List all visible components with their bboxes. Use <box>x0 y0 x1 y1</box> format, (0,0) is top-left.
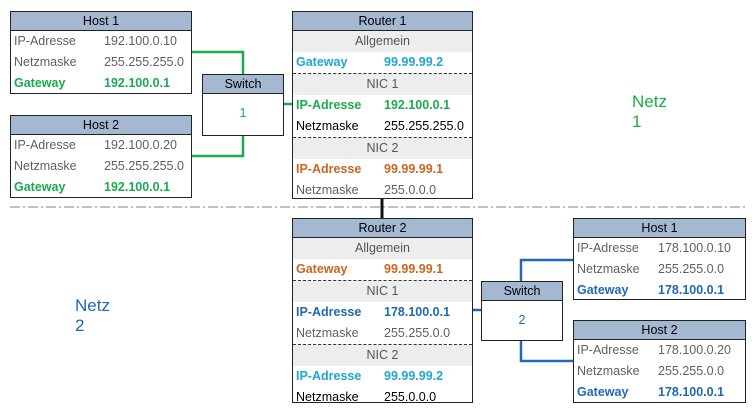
ip-value: 178.100.0.10 <box>658 241 731 255</box>
gateway-label: Gateway <box>296 55 348 69</box>
gateway-label: Gateway <box>577 283 629 297</box>
router2-nic2-mask-row: Netzmaske 255.0.0.0 <box>293 387 472 408</box>
switch2-box: Switch 2 <box>481 281 563 341</box>
netmask-value: 255.0.0.0 <box>384 390 437 404</box>
router2-nic1-section: NIC 1 <box>293 280 472 302</box>
link-switch2-host2b <box>519 340 573 363</box>
ip-value: 192.100.0.1 <box>384 98 451 112</box>
router1-nic2-mask-row: Netzmaske 255.0.0.0 <box>293 180 472 201</box>
netmask-label: Netzmaske <box>296 326 359 340</box>
gateway-label: Gateway <box>296 262 348 276</box>
router2-box: Router 2 Allgemein Gateway 99.99.99.1 NI… <box>292 218 473 404</box>
ip-value: 178.100.0.20 <box>658 343 731 357</box>
host2-net2-title: Host 2 <box>574 321 745 340</box>
host2-net1-box: Host 2 IP-Adresse 192.100.0.20 Netzmaske… <box>10 115 192 198</box>
router1-gateway-row: Gateway 99.99.99.2 <box>293 52 472 73</box>
ip-value: 99.99.99.1 <box>384 162 444 176</box>
router2-nic2-section: NIC 2 <box>293 344 472 366</box>
host1-net2-box: Host 1 IP-Adresse 178.100.0.10 Netzmaske… <box>573 218 746 300</box>
router2-general-section: Allgemein <box>293 238 472 259</box>
gateway-value: 99.99.99.2 <box>384 55 444 69</box>
network1-label: Netz 1 <box>632 92 667 131</box>
host1-net1-box: Host 1 IP-Adresse 192.100.0.10 Netzmaske… <box>10 11 192 94</box>
netmask-value: 255.255.0.0 <box>384 326 451 340</box>
gateway-value: 99.99.99.1 <box>384 262 444 276</box>
ip-label: IP-Adresse <box>14 138 76 152</box>
netmask-label: Netzmaske <box>577 364 640 378</box>
host1-net2-ip-row: IP-Adresse 178.100.0.10 <box>574 238 745 259</box>
netmask-label: Netzmaske <box>296 390 359 404</box>
gateway-label: Gateway <box>14 180 66 194</box>
router2-title: Router 2 <box>293 219 472 238</box>
router2-nic2-ip-row: IP-Adresse 99.99.99.2 <box>293 366 472 387</box>
host2-net1-mask-row: Netzmaske 255.255.255.0 <box>11 156 191 177</box>
gateway-value: 178.100.0.1 <box>658 283 725 297</box>
router1-box: Router 1 Allgemein Gateway 99.99.99.2 NI… <box>292 11 473 199</box>
ip-value: 178.100.0.1 <box>384 305 451 319</box>
host1-net2-gateway-row: Gateway 178.100.0.1 <box>574 280 745 301</box>
ip-label: IP-Adresse <box>296 305 362 319</box>
host2-net1-title: Host 2 <box>11 116 191 135</box>
netmask-label: Netzmaske <box>577 262 640 276</box>
ip-value: 99.99.99.2 <box>384 369 444 383</box>
router1-general-section: Allgemein <box>293 31 472 52</box>
switch2-title: Switch <box>482 282 562 301</box>
ip-label: IP-Adresse <box>577 343 639 357</box>
host1-net1-ip-row: IP-Adresse 192.100.0.10 <box>11 31 191 52</box>
router1-nic1-mask-row: Netzmaske 255.255.255.0 <box>293 116 472 137</box>
switch2-number: 2 <box>518 313 526 327</box>
router1-nic1-ip-row: IP-Adresse 192.100.0.1 <box>293 95 472 116</box>
host2-net2-ip-row: IP-Adresse 178.100.0.20 <box>574 340 745 361</box>
router2-nic1-mask-row: Netzmaske 255.255.0.0 <box>293 323 472 344</box>
host1-net1-title: Host 1 <box>11 12 191 31</box>
ip-label: IP-Adresse <box>14 34 76 48</box>
network2-label: Netz 2 <box>75 296 110 335</box>
netmask-value: 255.0.0.0 <box>384 183 437 197</box>
netmask-label: Netzmaske <box>14 159 77 173</box>
switch1-number: 1 <box>239 106 247 120</box>
netmask-value: 255.255.0.0 <box>658 262 725 276</box>
netmask-value: 255.255.255.0 <box>104 159 184 173</box>
netmask-value: 255.255.0.0 <box>658 364 725 378</box>
switch1-box: Switch 1 <box>202 74 284 136</box>
host2-net1-ip-row: IP-Adresse 192.100.0.20 <box>11 135 191 156</box>
host1-net1-gateway-row: Gateway 192.100.0.1 <box>11 73 191 94</box>
router1-nic1-section: NIC 1 <box>293 73 472 95</box>
gateway-label: Gateway <box>14 76 66 90</box>
host2-net2-gateway-row: Gateway 178.100.0.1 <box>574 382 745 403</box>
gateway-value: 192.100.0.1 <box>104 180 171 194</box>
host2-net2-mask-row: Netzmaske 255.255.0.0 <box>574 361 745 382</box>
host1-net2-mask-row: Netzmaske 255.255.0.0 <box>574 259 745 280</box>
host1-net1-mask-row: Netzmaske 255.255.255.0 <box>11 52 191 73</box>
netmask-label: Netzmaske <box>296 119 359 133</box>
gateway-label: Gateway <box>577 385 629 399</box>
netmask-label: Netzmaske <box>296 183 359 197</box>
gateway-value: 178.100.0.1 <box>658 385 725 399</box>
router1-nic2-ip-row: IP-Adresse 99.99.99.1 <box>293 159 472 180</box>
link-switch2-host1b <box>519 258 573 281</box>
netmask-value: 255.255.255.0 <box>104 55 184 69</box>
ip-value: 192.100.0.10 <box>104 34 177 48</box>
ip-label: IP-Adresse <box>296 369 362 383</box>
router2-nic1-ip-row: IP-Adresse 178.100.0.1 <box>293 302 472 323</box>
ip-label: IP-Adresse <box>296 98 362 112</box>
host2-net2-box: Host 2 IP-Adresse 178.100.0.20 Netzmaske… <box>573 320 746 403</box>
host1-net2-title: Host 1 <box>574 219 745 238</box>
gateway-value: 192.100.0.1 <box>104 76 171 90</box>
host2-net1-gateway-row: Gateway 192.100.0.1 <box>11 177 191 198</box>
ip-label: IP-Adresse <box>577 241 639 255</box>
ip-label: IP-Adresse <box>296 162 362 176</box>
switch1-title: Switch <box>203 75 283 94</box>
router2-gateway-row: Gateway 99.99.99.1 <box>293 259 472 280</box>
netmask-label: Netzmaske <box>14 55 77 69</box>
ip-value: 192.100.0.20 <box>104 138 177 152</box>
link-host1a-switch1 <box>191 50 245 74</box>
netmask-value: 255.255.255.0 <box>384 119 464 133</box>
router1-title: Router 1 <box>293 12 472 31</box>
link-host2a-switch1 <box>191 135 245 158</box>
router1-nic2-section: NIC 2 <box>293 137 472 159</box>
